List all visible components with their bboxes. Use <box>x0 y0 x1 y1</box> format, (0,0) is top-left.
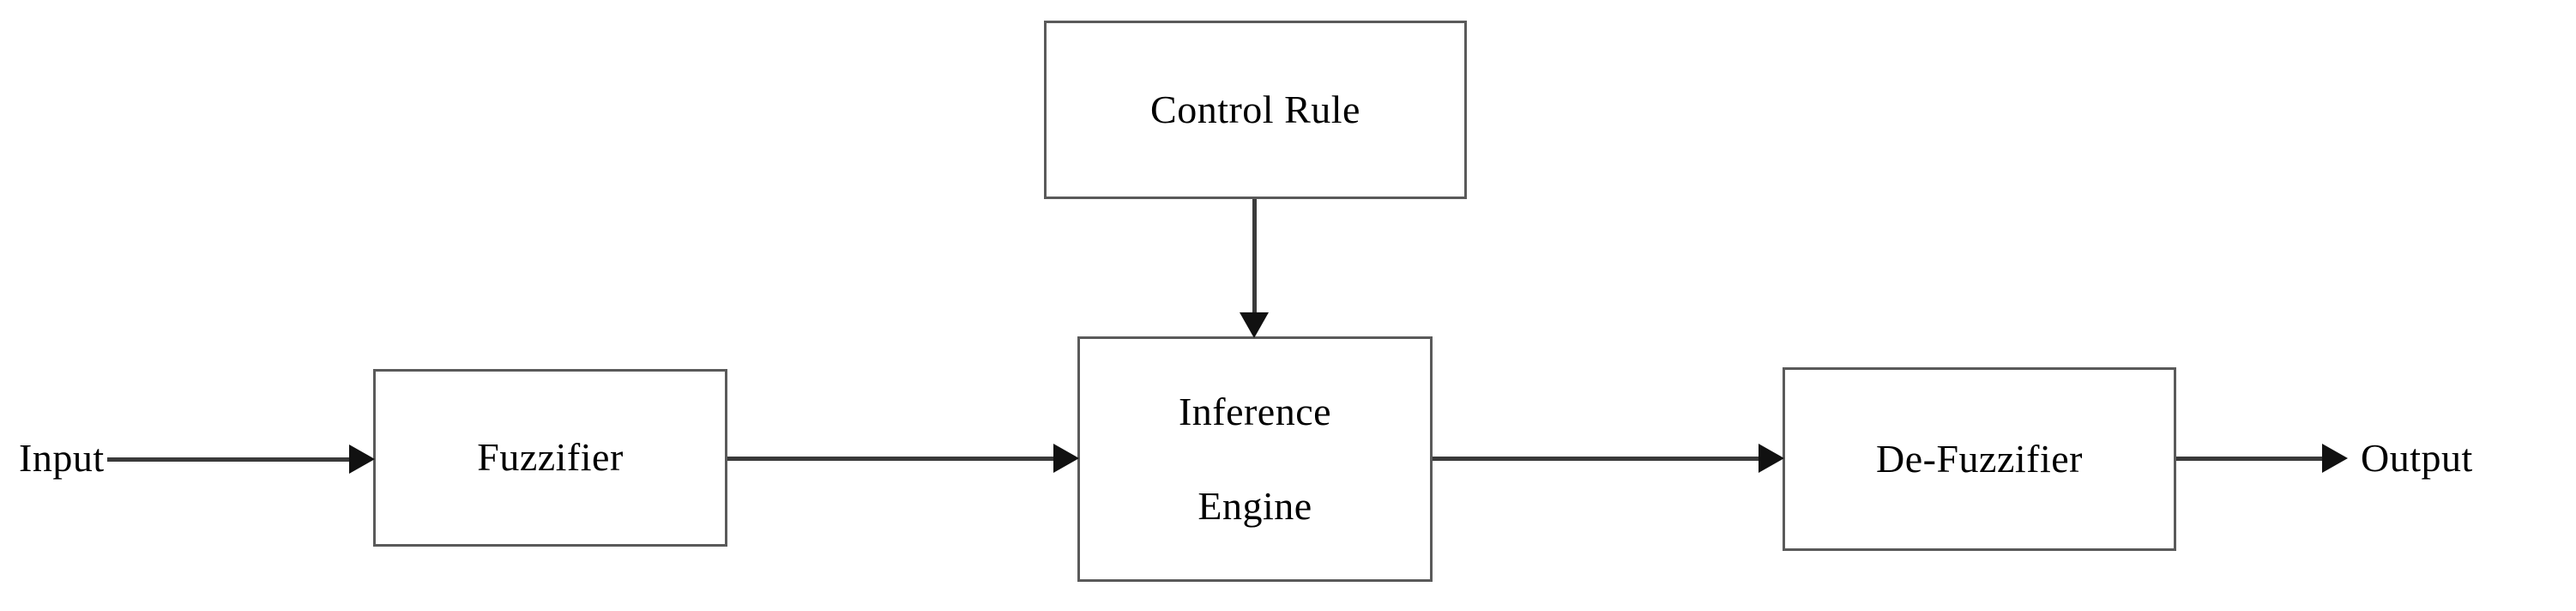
arrow-shaft <box>2176 457 2322 461</box>
block-inference-engine-label-line1: Inference <box>1178 389 1332 433</box>
arrowhead-right-icon <box>349 445 375 474</box>
output-label: Output <box>2361 436 2473 480</box>
block-inference-engine[interactable]: Inference Engine <box>1077 336 1433 582</box>
block-de-fuzzifier-label: De-Fuzzifier <box>1876 436 2083 481</box>
arrowhead-right-icon <box>1053 444 1079 473</box>
arrowhead-right-icon <box>1759 444 1784 473</box>
arrowhead-right-icon <box>2322 444 2348 473</box>
arrow-shaft <box>107 457 349 462</box>
block-inference-engine-label-line2: Engine <box>1198 484 1312 528</box>
block-fuzzifier-label: Fuzzifier <box>477 435 624 480</box>
arrowhead-down-icon <box>1240 312 1269 338</box>
input-label: Input <box>19 436 105 480</box>
arrow-shaft <box>1433 457 1759 461</box>
block-control-rule[interactable]: Control Rule <box>1044 21 1467 199</box>
block-fuzzifier[interactable]: Fuzzifier <box>373 369 727 547</box>
block-de-fuzzifier[interactable]: De-Fuzzifier <box>1783 367 2176 551</box>
arrow-shaft <box>727 457 1053 461</box>
block-control-rule-label: Control Rule <box>1150 87 1360 131</box>
arrow-shaft <box>1252 199 1257 312</box>
